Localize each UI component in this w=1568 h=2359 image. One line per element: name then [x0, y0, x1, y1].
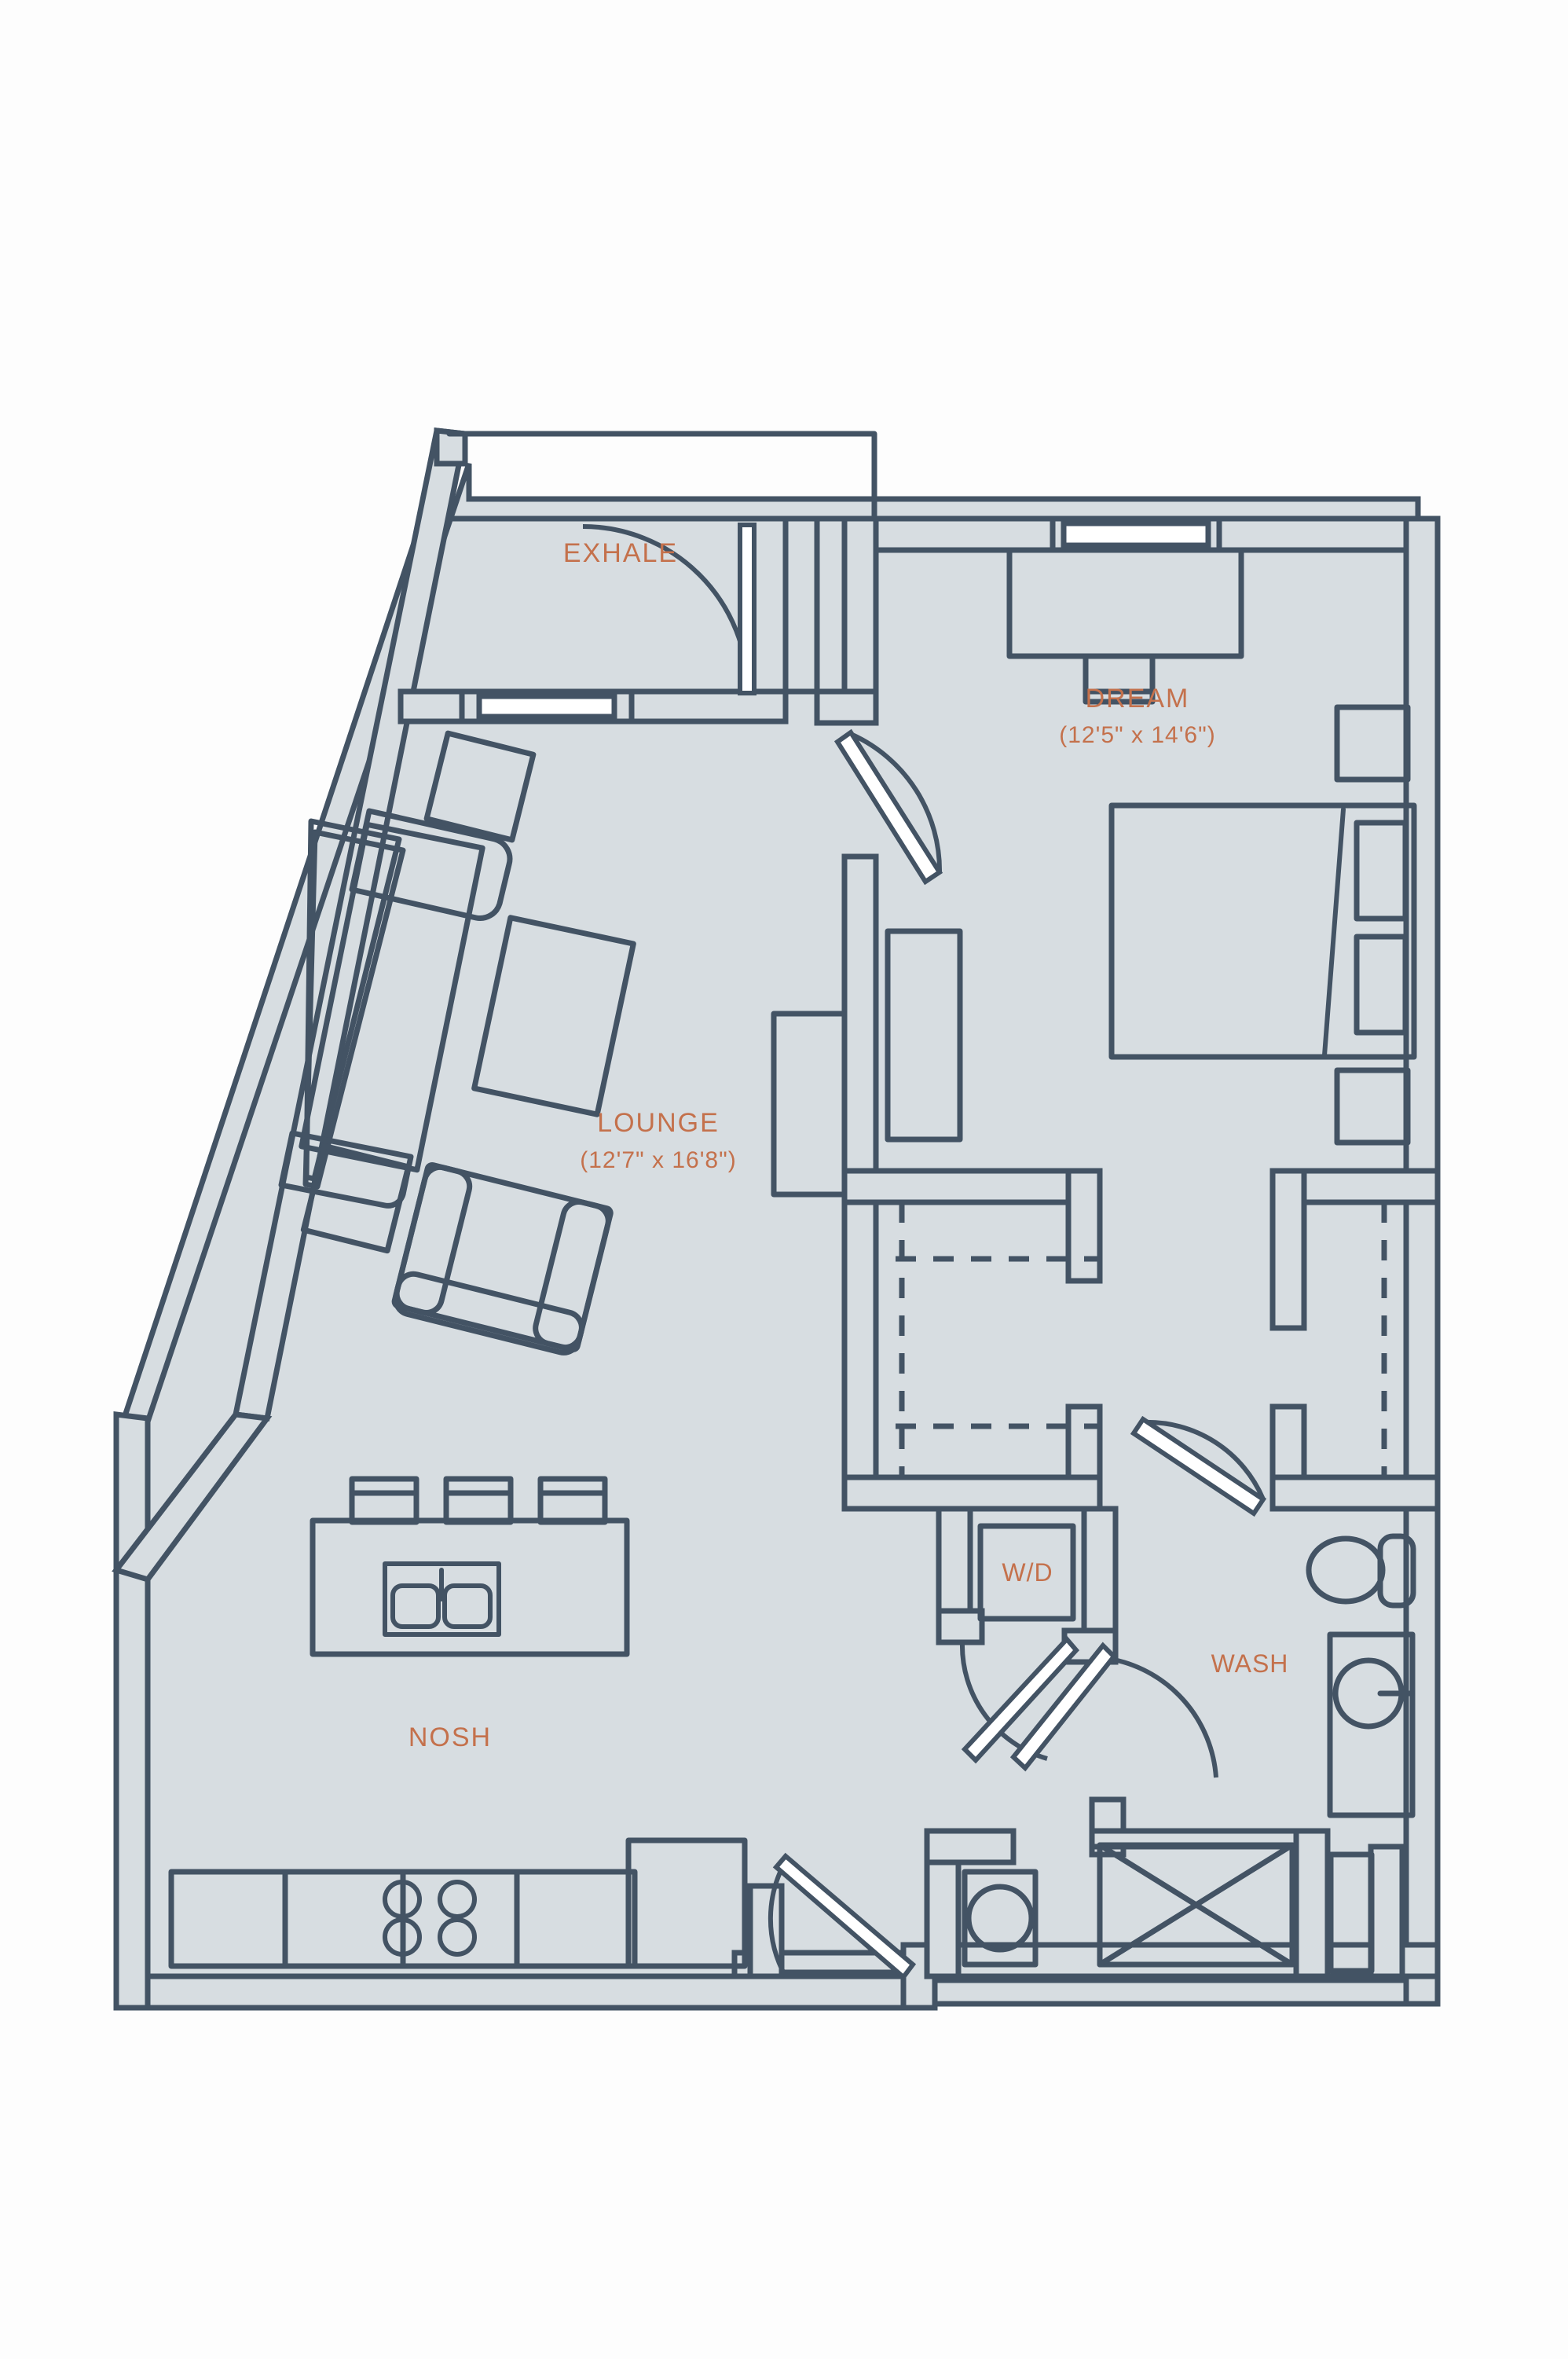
- bath-right-vertical-wall: [1293, 1828, 1331, 1979]
- lounge-furniture: [278, 730, 848, 1356]
- closet-top-wall: [841, 1168, 1103, 1205]
- label-wash: WASH: [1211, 1649, 1289, 1678]
- hall-wall-jog: [814, 688, 879, 726]
- basin: [962, 1869, 1039, 1968]
- nightstand-top: [1334, 704, 1411, 783]
- side-table-upper: [423, 730, 537, 843]
- bathroom-fixtures: [962, 1533, 1416, 1974]
- dream-window-stub-r: [1205, 515, 1222, 553]
- exhale-right-divider-wall: [782, 515, 820, 695]
- armchair: [391, 1161, 614, 1356]
- exhale-door: [582, 523, 757, 695]
- dream-furniture: [885, 547, 1417, 1146]
- label-wd: W/D: [1002, 1558, 1053, 1587]
- cooktop: [383, 1880, 477, 1957]
- bed-duvet-fold: [1322, 807, 1346, 1058]
- pillow-bottom: [1354, 934, 1409, 1036]
- exterior-wall-outline: [113, 435, 1441, 2011]
- toilet: [1306, 1533, 1416, 1609]
- bottom-exterior-wall: [113, 1973, 914, 2011]
- kitchen: [168, 1476, 748, 1969]
- closet-area: [896, 1202, 1387, 1477]
- left-angled-join: [112, 1411, 273, 1583]
- media-console: [771, 1011, 848, 1198]
- exhale-window: [468, 693, 622, 720]
- closet2-left-wall: [1269, 1168, 1307, 1331]
- wall-structure: [113, 435, 1441, 2011]
- pillow-top: [1354, 820, 1409, 922]
- coffee-table: [471, 915, 636, 1117]
- side-table-lower: [300, 1143, 412, 1254]
- left-lower-wall: [113, 1411, 151, 2011]
- closet-right-wall: [1065, 1168, 1103, 1284]
- bed: [1108, 802, 1417, 1060]
- room-dims-lounge: (12'7" x 16'8"): [580, 1147, 737, 1173]
- bar-stool-2: [443, 1476, 514, 1525]
- bath-niche-wall: [1368, 1844, 1405, 1979]
- desk-chair: [1083, 653, 1156, 705]
- closet-lower-wall: [841, 1474, 1103, 1512]
- island-sink: [383, 1561, 501, 1637]
- dream-window: [1059, 520, 1213, 548]
- powder-door: [1009, 1642, 1218, 1778]
- room-label-lounge: LOUNGE: [597, 1108, 720, 1138]
- bedroom-console: [885, 928, 963, 1143]
- wd-left-foot: [936, 1608, 985, 1645]
- washer-dryer-unit: [977, 1523, 1076, 1622]
- bar-stool-3: [537, 1476, 608, 1525]
- room-dims-dream: (12'5" x 14'6"): [1059, 722, 1216, 748]
- bath-top-wall: [1269, 1474, 1441, 1512]
- lower-bath-top-wall: [924, 1828, 1017, 1866]
- dream-door: [833, 728, 943, 886]
- room-label-exhale: EXHALE: [563, 538, 678, 568]
- refrigerator: [625, 1837, 748, 1969]
- entry-door: [768, 1852, 917, 1981]
- exhale-top-edge: [446, 431, 877, 522]
- room-label-dream: DREAM: [1086, 684, 1190, 714]
- shower-stall: [1097, 1842, 1295, 1968]
- nightstand-bottom: [1334, 1067, 1411, 1146]
- exhale-wall-stub-left: [459, 688, 482, 725]
- vanity: [1327, 1631, 1416, 1818]
- linen-niche: [1328, 1851, 1375, 1974]
- closet-door: [1130, 1415, 1267, 1517]
- bar-stool-1: [349, 1476, 419, 1525]
- room-labels: EXHALE DREAM (12'5" x 14'6") LOUNGE (12'…: [408, 538, 1289, 1752]
- dream-window-stub-l: [1050, 515, 1067, 553]
- exhale-wall-stub-right: [611, 688, 635, 725]
- room-label-nosh: NOSH: [408, 1722, 492, 1752]
- sofa: [278, 808, 513, 1209]
- closet-lower-right-wall: [1065, 1403, 1103, 1480]
